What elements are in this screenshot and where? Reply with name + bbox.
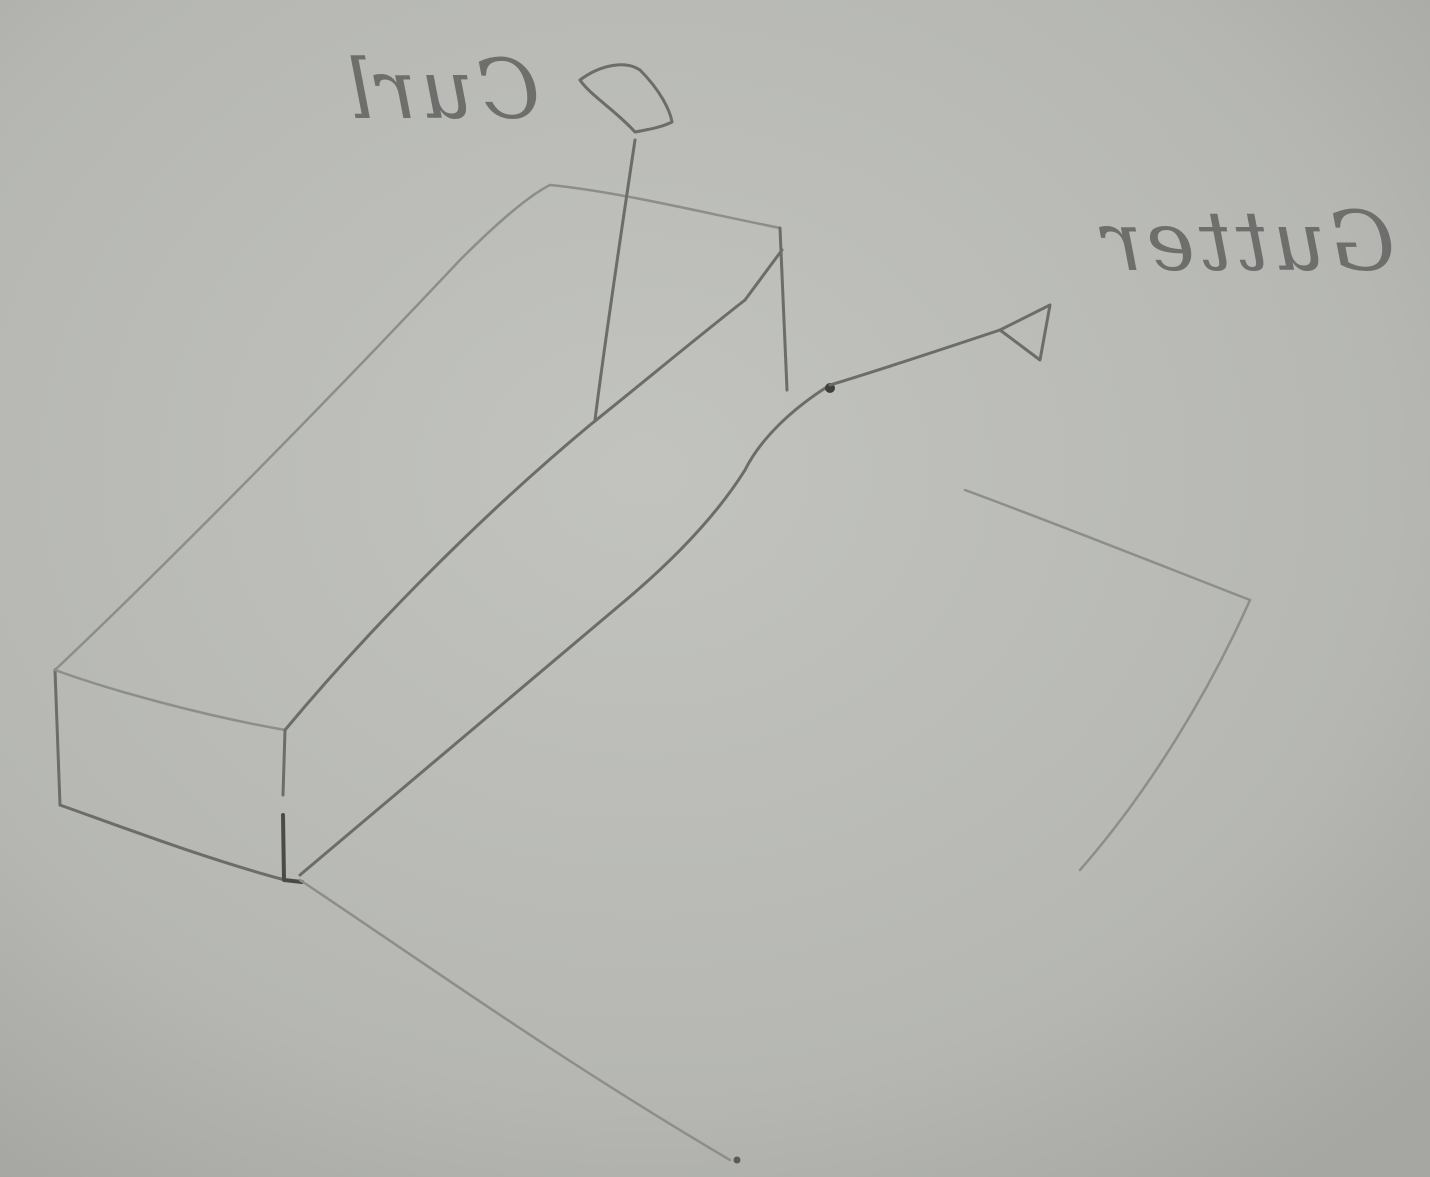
gutter-arrowhead xyxy=(998,303,1052,362)
gutter-leader xyxy=(828,303,1052,387)
curl-arrowhead xyxy=(578,63,674,134)
corner-dot xyxy=(733,1156,741,1164)
curl-riser-edge xyxy=(778,226,789,392)
left-block xyxy=(53,183,782,884)
right-plate xyxy=(298,488,1252,1164)
curl-label: Curl xyxy=(343,43,540,138)
left-block-corner-mark xyxy=(281,813,304,884)
left-block-top-edge xyxy=(53,183,782,672)
curl-ridge xyxy=(283,226,789,732)
left-block-left-edge xyxy=(53,668,62,807)
curl-leader-line xyxy=(593,138,637,422)
left-block-front-top-edge xyxy=(53,668,287,732)
gutter-leader-line xyxy=(828,328,1002,387)
left-block-bottom-edge xyxy=(58,803,287,882)
curl-ridge-line xyxy=(283,298,747,732)
left-block-corner-edge xyxy=(281,728,287,797)
gutter-label-group: Gutter xyxy=(1098,195,1395,290)
right-plate-bottom-edge xyxy=(298,878,732,1162)
curl-label-group: Curl xyxy=(343,43,540,138)
right-plate-right-edge xyxy=(1078,598,1252,872)
gutter-groove-line xyxy=(298,383,832,877)
gutter-label: Gutter xyxy=(1098,195,1395,290)
right-plate-top-edge xyxy=(963,488,1252,602)
curl-leader xyxy=(578,63,674,422)
curl-top-corner xyxy=(743,248,784,302)
